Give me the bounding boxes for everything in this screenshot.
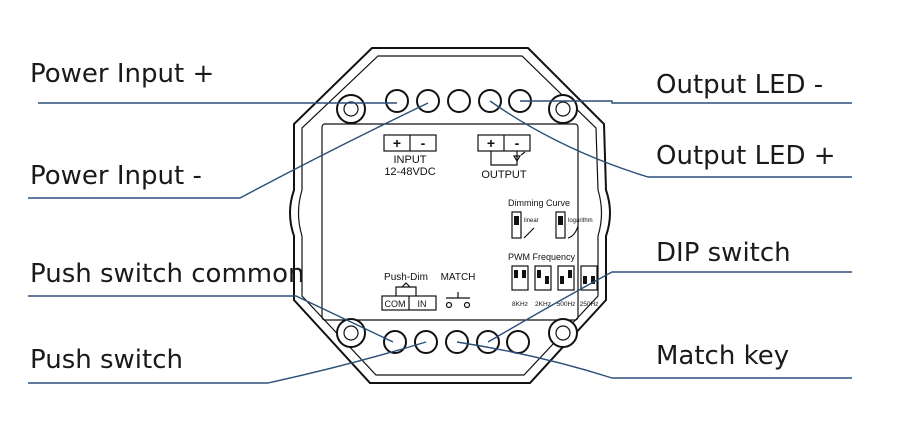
callout-labels: Power Input + Power Input - Push switch … (30, 59, 836, 375)
terminal-unused-top (447, 89, 471, 113)
mounting-lug-bottom-right (548, 318, 578, 348)
leader-led-plus (489, 100, 852, 178)
terminal-power-minus (416, 89, 440, 113)
log-curve-icon (567, 225, 579, 239)
dimming-curve-label: Dimming Curve (508, 198, 570, 208)
label-dip-switch: DIP switch (656, 238, 791, 268)
terminal-power-plus (385, 89, 409, 113)
linear-jumper (511, 211, 522, 239)
label-output-led-plus: Output LED + (656, 141, 836, 171)
output-block: + - OUTPUT (477, 134, 531, 181)
label-push-switch-common: Push switch common (30, 259, 305, 289)
input-plus-label: + (393, 135, 401, 151)
output-minus-label: - (515, 135, 520, 151)
led-icon (512, 155, 522, 163)
input-block: + - INPUT 12-48VDC (383, 134, 437, 178)
leader-power-minus (28, 102, 429, 199)
push-dim-block: Push-Dim MATCH COM IN (381, 272, 476, 311)
freq-2k-label: 2KHz (535, 301, 551, 308)
logarithm-jumper (555, 211, 566, 239)
input-voltage-label: 12-48VDC (384, 166, 435, 178)
match-button-icon (445, 292, 471, 309)
label-match-key: Match key (656, 341, 789, 371)
leader-lines (28, 100, 852, 384)
dip-switch-group (511, 265, 598, 291)
linear-label: linear (524, 218, 539, 224)
leader-led-minus (520, 100, 852, 104)
push-dim-label: Push-Dim (384, 272, 428, 283)
label-power-input-plus: Power Input + (30, 59, 214, 89)
freq-500-label: 500Hz (557, 301, 576, 308)
pwm-frequency-label: PWM Frequency (508, 252, 576, 262)
label-output-led-minus: Output LED - (656, 70, 823, 100)
output-plus-label: + (487, 135, 495, 151)
pwm-frequency-block: PWM Frequency 8KHz 2KHz 500Hz 250Hz (508, 252, 598, 308)
mounting-lug-top-left (336, 94, 366, 124)
dimming-curve-block: Dimming Curve linear logarithm (508, 198, 593, 239)
com-label: COM (385, 299, 406, 309)
leader-dip-switch (487, 271, 852, 343)
freq-8k-label: 8KHz (512, 301, 528, 308)
input-label: INPUT (394, 154, 427, 166)
leader-match-key (456, 341, 852, 379)
terminal-push-com (383, 330, 407, 354)
mounting-lug-top-right (548, 94, 578, 124)
match-label: MATCH (441, 272, 476, 283)
freq-250-label: 250Hz (580, 301, 599, 308)
input-minus-label: - (421, 135, 426, 151)
linear-curve-icon (523, 227, 535, 239)
bottom-terminals (383, 330, 530, 354)
output-label: OUTPUT (481, 169, 527, 181)
terminal-unused-bottom (506, 330, 530, 354)
leader-push-switch (28, 341, 427, 384)
label-power-input-minus: Power Input - (30, 161, 202, 191)
logarithm-label: logarithm (568, 218, 593, 224)
leader-push-common (28, 295, 394, 343)
mounting-lug-bottom-left (336, 318, 366, 348)
in-label: IN (418, 299, 427, 309)
label-push-switch: Push switch (30, 345, 183, 375)
